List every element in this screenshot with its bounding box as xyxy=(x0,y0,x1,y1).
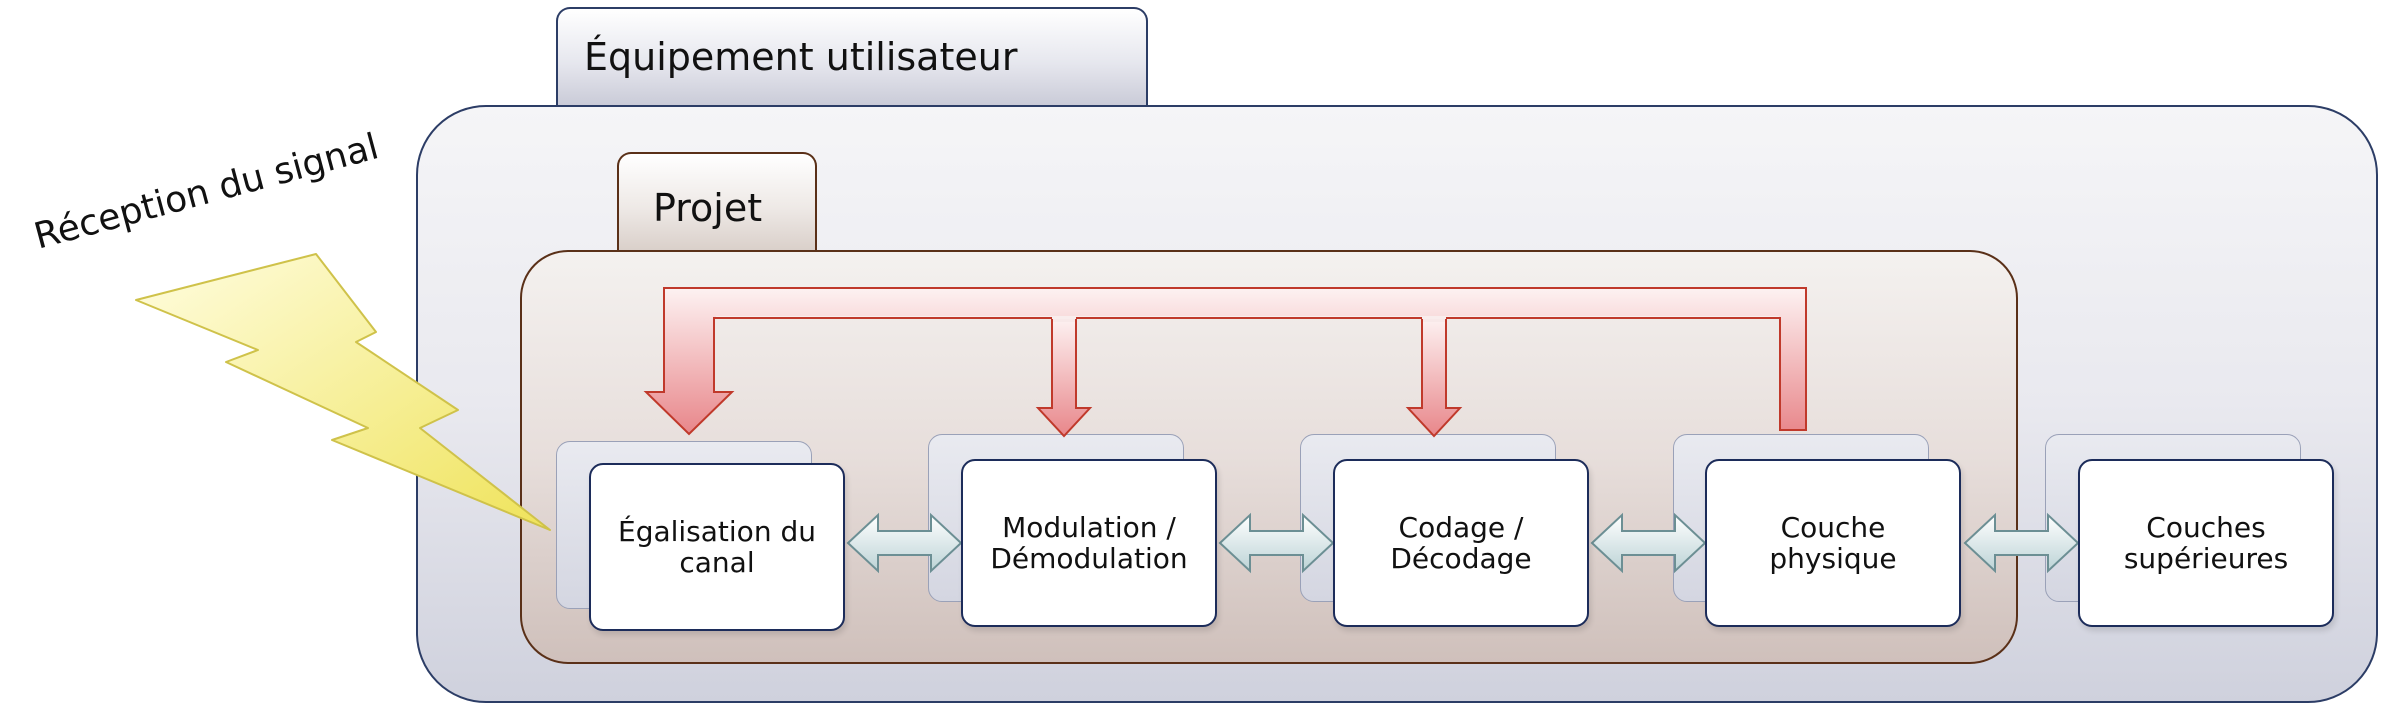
inner-container-tab: Projet xyxy=(617,152,817,252)
block-egalisation-du-canal: Égalisation du canal xyxy=(589,463,845,631)
block-label: Égalisation du canal xyxy=(618,514,816,579)
block-label: Modulation / Démodulation xyxy=(990,510,1188,575)
block-couche-physique: Couche physique xyxy=(1705,459,1961,627)
outer-container-label: Équipement utilisateur xyxy=(584,35,1018,79)
block-codage-decodage: Codage / Décodage xyxy=(1333,459,1589,627)
signal-reception-label: Réception du signal xyxy=(30,126,383,258)
block-label: Couches supérieures xyxy=(2123,510,2289,575)
inner-container-label: Projet xyxy=(653,186,763,230)
block-couches-superieures: Couches supérieures xyxy=(2078,459,2334,627)
block-label: Couche physique xyxy=(1769,510,1897,575)
outer-container-tab: Équipement utilisateur xyxy=(556,7,1148,107)
block-label: Codage / Décodage xyxy=(1390,510,1532,575)
block-modulation-demodulation: Modulation / Démodulation xyxy=(961,459,1217,627)
